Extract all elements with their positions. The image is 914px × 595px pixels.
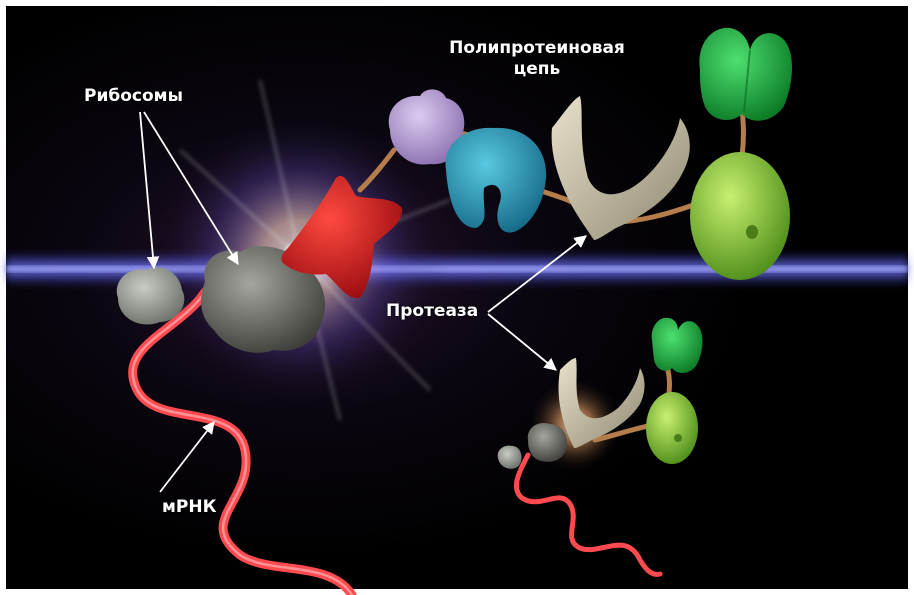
label-protease: Протеаза bbox=[386, 301, 478, 322]
small-ribosome-large-subunit bbox=[528, 423, 567, 462]
label-ribosomes: Рибосомы bbox=[84, 86, 183, 107]
label-polyprotein-line2: цепь bbox=[442, 59, 632, 80]
label-mrna: мРНК bbox=[162, 497, 216, 518]
label-polyprotein-line1: Полипротеиновая bbox=[442, 38, 632, 59]
label-polyprotein-chain: Полипротеиновая цепь bbox=[442, 38, 632, 80]
ribosome-small-subunit bbox=[117, 267, 185, 324]
green-protein-bottom bbox=[690, 152, 790, 280]
small-green-protein-top bbox=[652, 318, 703, 373]
green-protein-top bbox=[699, 28, 792, 121]
small-green-protein-bottom bbox=[646, 392, 698, 464]
